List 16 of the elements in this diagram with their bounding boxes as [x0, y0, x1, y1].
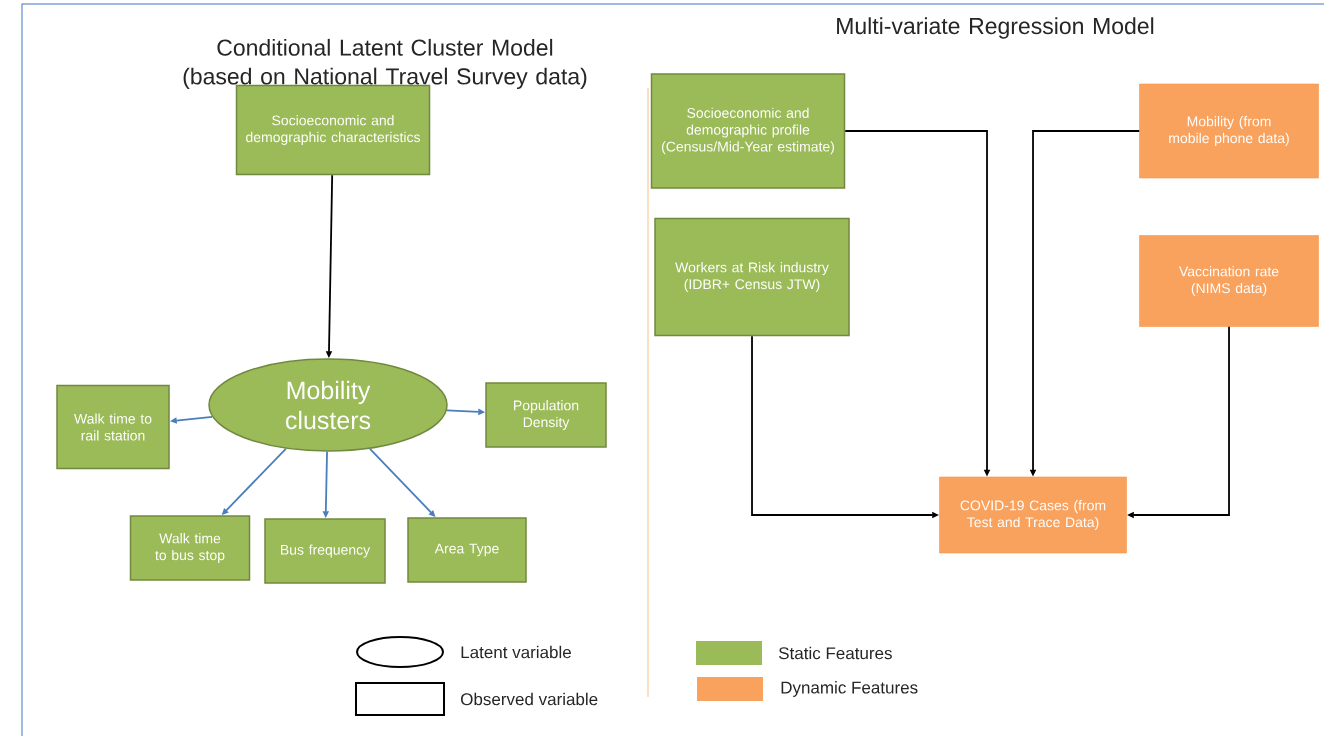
legend-entry: Observed variable: [355, 682, 598, 716]
variable-box: Walk time to bus stop: [129, 515, 251, 581]
variable-box: Vaccination rate (NIMS data): [1139, 235, 1319, 327]
legend-label: Dynamic Features: [781, 681, 918, 697]
variable-box: Mobility (from mobile phone data): [1139, 83, 1319, 179]
variable-box: COVID-19 Cases (from Test and Trace Data): [939, 476, 1127, 554]
variable-box: Bus frequency: [264, 518, 386, 584]
variable-box: Area Type: [407, 517, 527, 583]
variable-box: Socioeconomic and demographic profile (Census/Mid-Year estimate): [650, 73, 846, 189]
heading: Multi-variate Regression Model: [837, 17, 1154, 39]
variable-box: Workers at Risk industry (IDBR+ Census JTW): [654, 217, 850, 337]
variable-box: Walk time to rail station: [56, 384, 170, 470]
legend-label: Static Features: [779, 646, 892, 660]
variable-box: Socioeconomic and demographic characteristics: [235, 84, 431, 176]
legend-entry: Latent variable: [356, 636, 571, 668]
variable-box: Population Density: [485, 382, 607, 448]
